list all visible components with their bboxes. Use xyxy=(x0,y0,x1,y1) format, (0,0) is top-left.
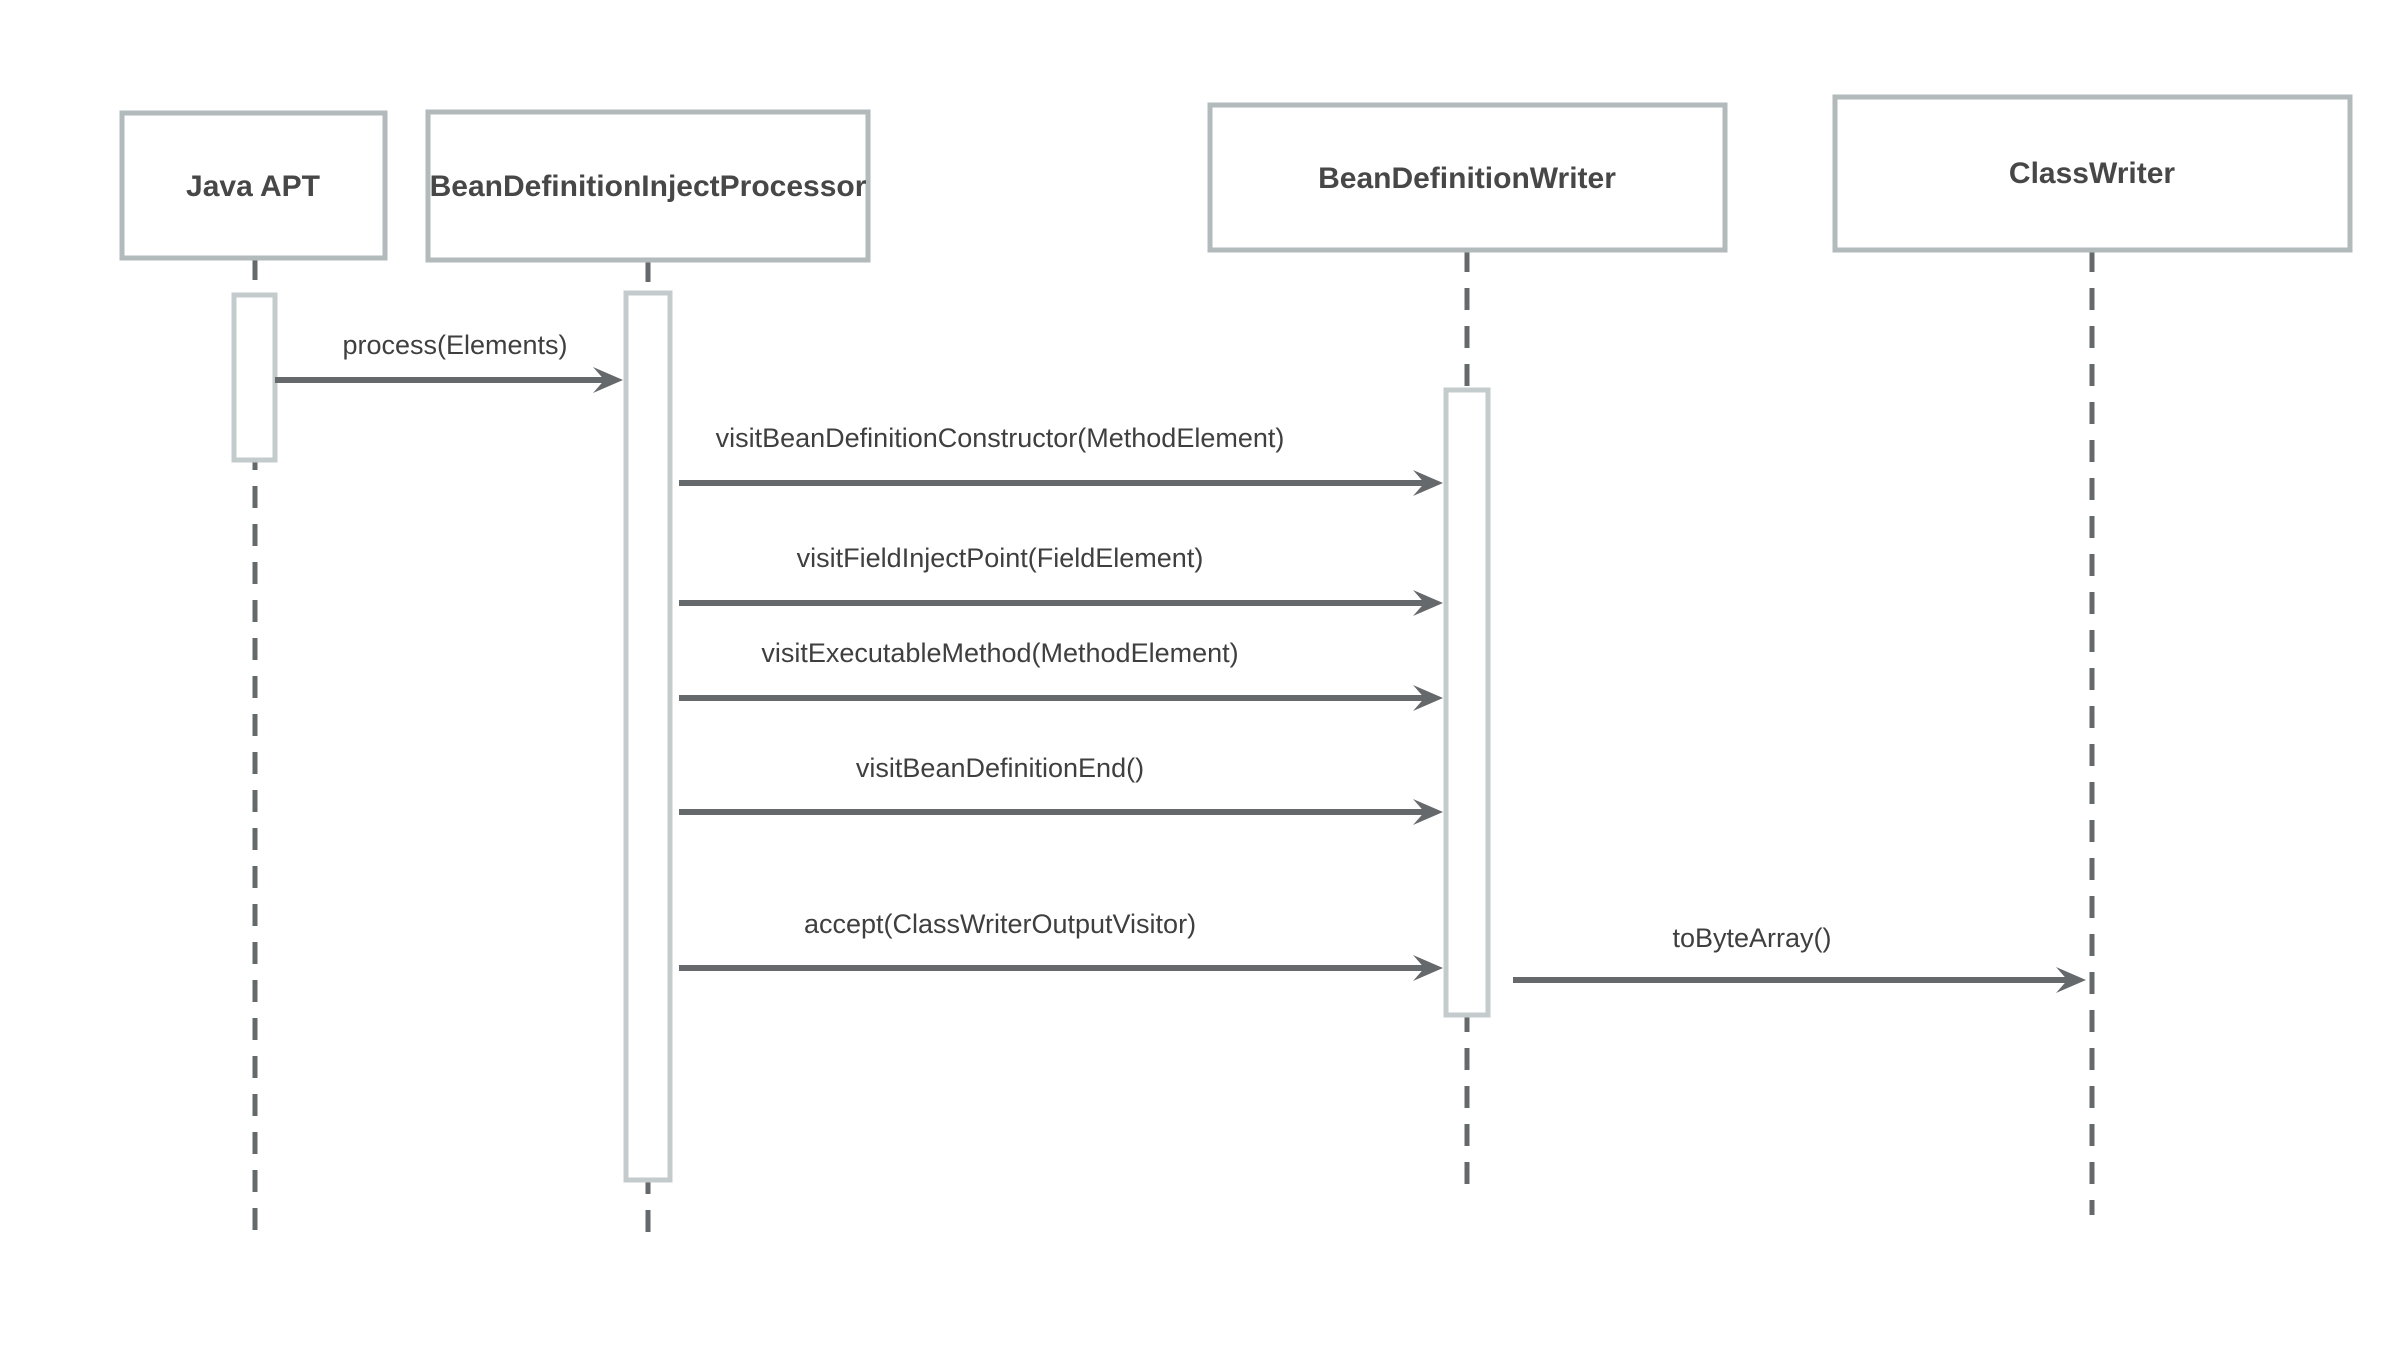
activation-bean-definition-writer[interactable] xyxy=(1443,387,1491,1018)
participant-label-class-writer: ClassWriter xyxy=(2009,157,2176,190)
participant-bean-definition-writer[interactable]: BeanDefinitionWriter xyxy=(1207,102,1728,253)
msg-visit-bean-definition-end-arrowhead-icon xyxy=(1413,799,1443,825)
participant-bean-definition-inject-processor[interactable]: BeanDefinitionInjectProcessor xyxy=(425,109,871,263)
msg-visit-bean-definition-constructor[interactable]: visitBeanDefinitionConstructor(MethodEle… xyxy=(679,423,1443,496)
activation-java-apt[interactable] xyxy=(231,292,278,463)
activations-group xyxy=(231,290,1491,1183)
msg-visit-executable-method-arrowhead-icon xyxy=(1413,685,1443,711)
msg-visit-field-inject-point[interactable]: visitFieldInjectPoint(FieldElement) xyxy=(679,543,1443,616)
messages-group: process(Elements) visitBeanDefinitionCons… xyxy=(275,330,2086,993)
participant-box-class-writer[interactable] xyxy=(1832,94,2353,253)
msg-visit-bean-definition-end-label: visitBeanDefinitionEnd() xyxy=(856,753,1144,783)
msg-accept-class-writer-output-visitor[interactable]: accept(ClassWriterOutputVisitor) xyxy=(679,909,1443,981)
msg-visit-bean-definition-constructor-arrowhead-icon xyxy=(1413,470,1443,496)
msg-process-elements-label: process(Elements) xyxy=(342,330,567,360)
participant-java-apt[interactable]: Java APT xyxy=(119,110,388,261)
msg-accept-class-writer-output-visitor-label: accept(ClassWriterOutputVisitor) xyxy=(804,909,1196,939)
lifelines-group xyxy=(252,250,2095,1243)
msg-visit-executable-method-label: visitExecutableMethod(MethodElement) xyxy=(761,638,1238,668)
msg-visit-executable-method[interactable]: visitExecutableMethod(MethodElement) xyxy=(679,638,1443,711)
participant-box-java-apt[interactable] xyxy=(119,110,388,261)
msg-to-byte-array[interactable]: toByteArray() xyxy=(1513,923,2086,993)
participant-box-bean-definition-inject-processor[interactable] xyxy=(425,109,871,263)
participant-label-bean-definition-inject-processor: BeanDefinitionInjectProcessor xyxy=(430,170,867,203)
participant-class-writer[interactable]: ClassWriter xyxy=(1832,94,2353,253)
participant-label-bean-definition-writer: BeanDefinitionWriter xyxy=(1318,162,1616,195)
participant-label-java-apt: Java APT xyxy=(186,170,320,203)
msg-to-byte-array-label: toByteArray() xyxy=(1672,923,1831,953)
msg-visit-field-inject-point-label: visitFieldInjectPoint(FieldElement) xyxy=(797,543,1204,573)
msg-process-elements-arrowhead-icon xyxy=(593,367,623,393)
msg-visit-bean-definition-end[interactable]: visitBeanDefinitionEnd() xyxy=(679,753,1443,825)
activation-bean-definition-inject-processor[interactable] xyxy=(623,290,673,1183)
msg-process-elements[interactable]: process(Elements) xyxy=(275,330,623,393)
msg-visit-field-inject-point-arrowhead-icon xyxy=(1413,590,1443,616)
participant-box-bean-definition-writer[interactable] xyxy=(1207,102,1728,253)
msg-visit-bean-definition-constructor-label: visitBeanDefinitionConstructor(MethodEle… xyxy=(716,423,1285,453)
msg-to-byte-array-arrowhead-icon xyxy=(2056,967,2086,993)
msg-accept-class-writer-output-visitor-arrowhead-icon xyxy=(1413,955,1443,981)
